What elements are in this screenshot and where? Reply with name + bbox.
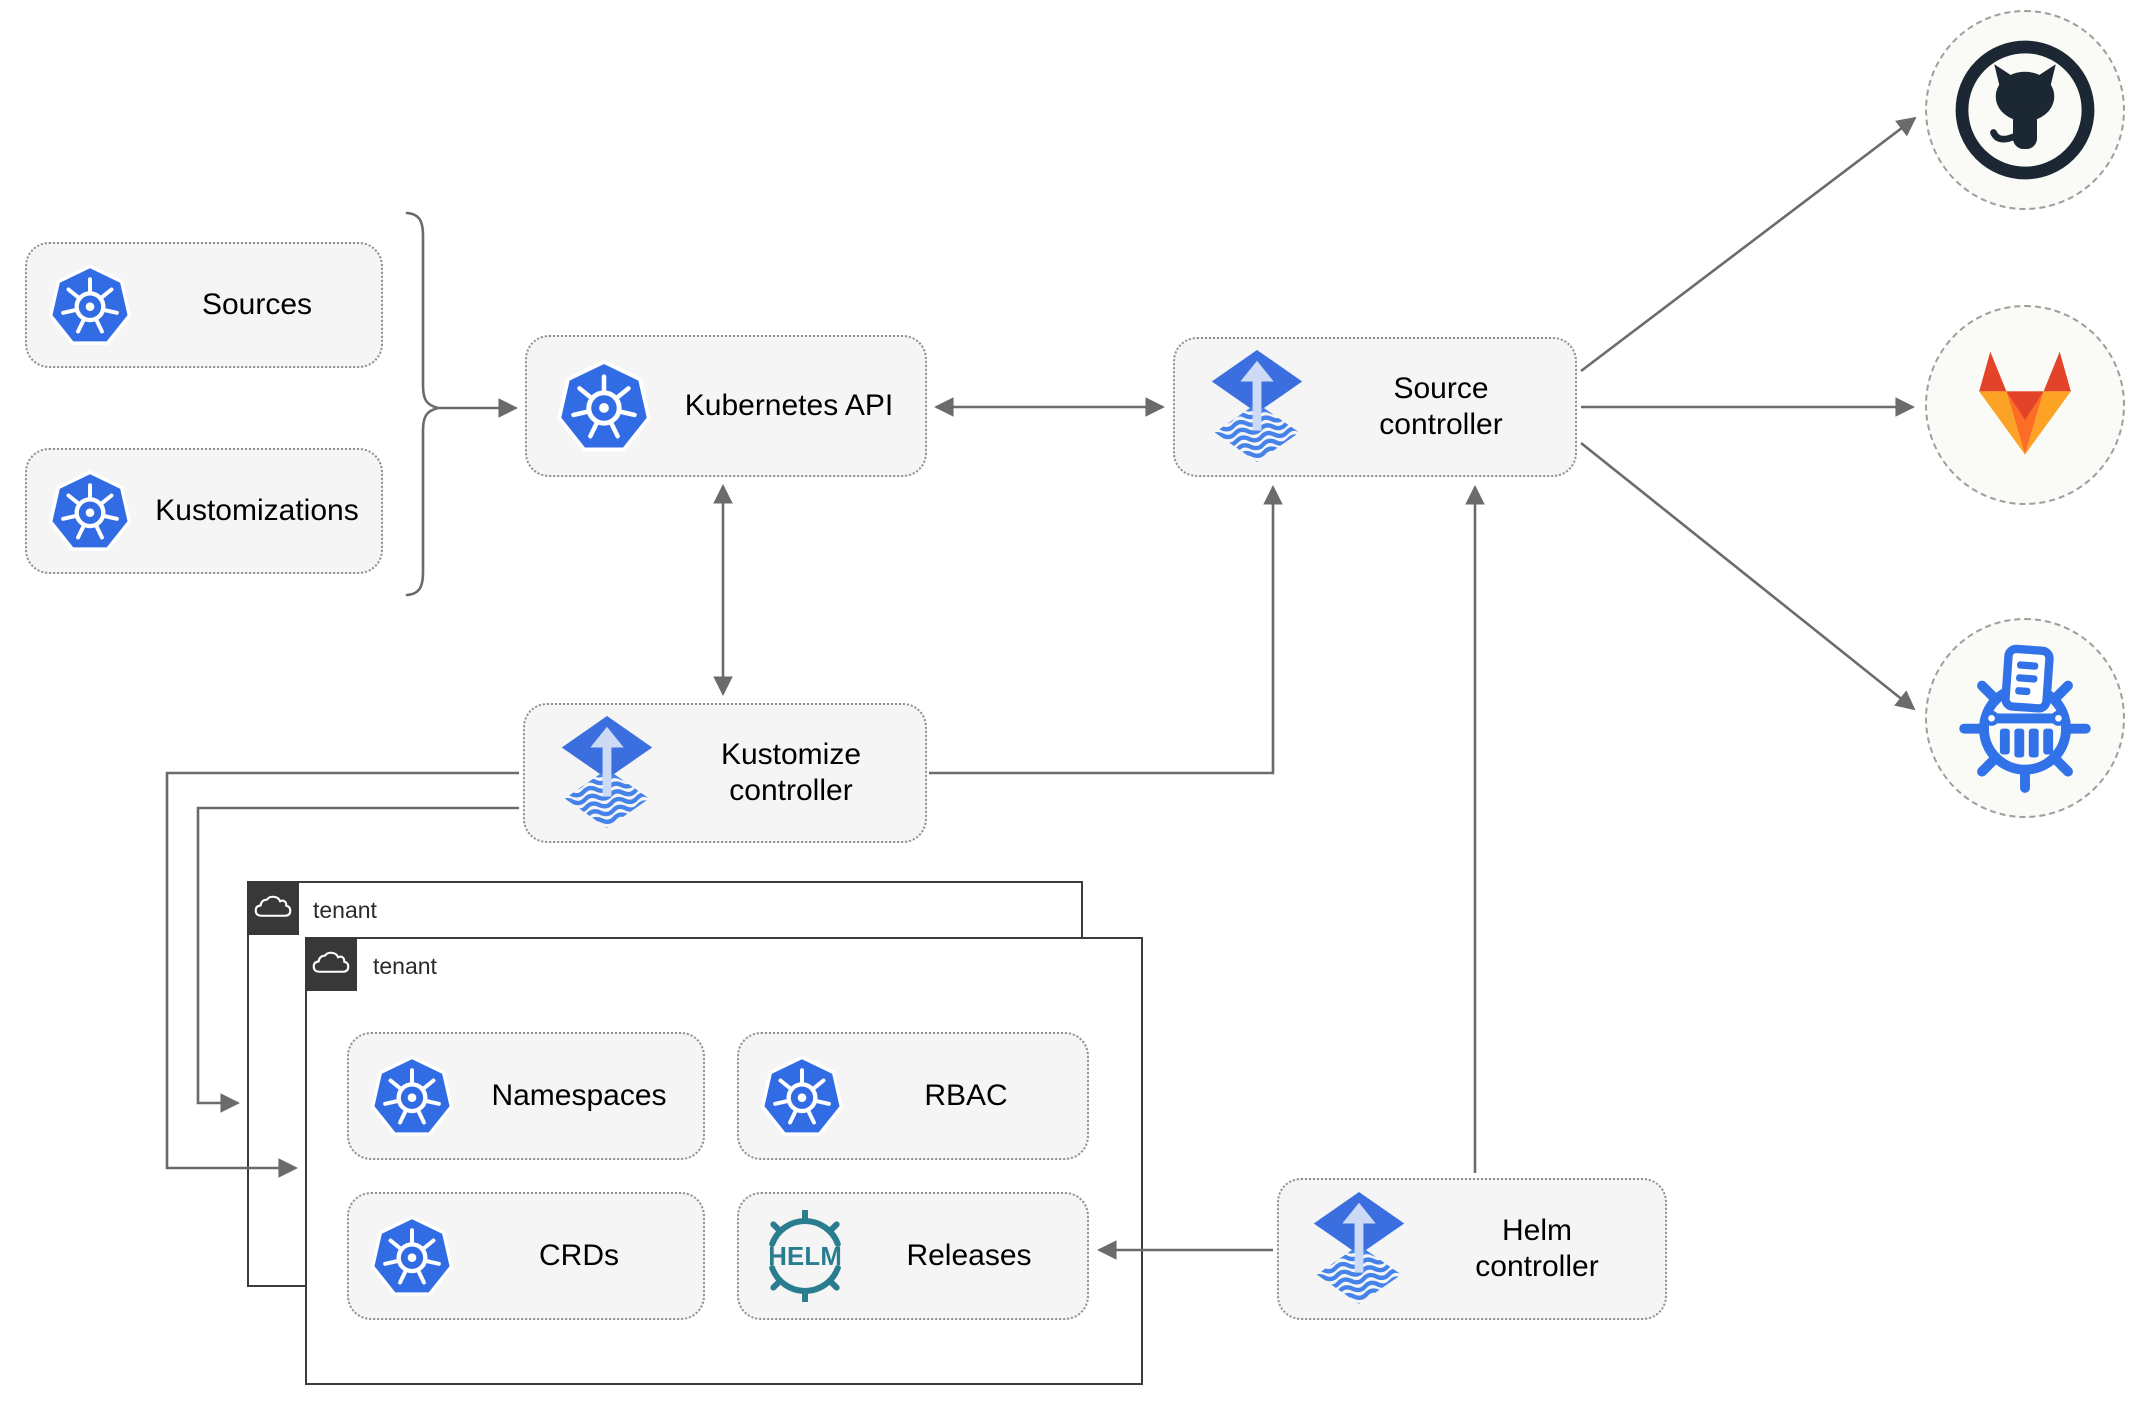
brace-sources-kustomizations (405, 211, 439, 597)
kubernetes-icon (47, 468, 133, 554)
kustomize-controller-label: Kustomize controller (720, 738, 862, 807)
releases-label: Releases (906, 1239, 1032, 1272)
gitlab-repository (1925, 305, 2125, 505)
tenant-tab (246, 880, 299, 935)
edge-kustomize-controller-source-controller (929, 485, 1283, 775)
flux-icon (1207, 349, 1307, 465)
kubernetes-api-label: Kubernetes API (684, 389, 894, 422)
kustomize-controller-node: Kustomize controller (523, 703, 927, 843)
edge-source-controller-helm-repository (1580, 441, 1916, 711)
tenant-tab (304, 936, 357, 991)
kustomizations-label: Kustomizations (155, 494, 359, 527)
helm-controller-label: Helm controller (1475, 1214, 1599, 1283)
gitlab-icon (1979, 351, 2071, 455)
helm-logo-text: HELM (768, 1243, 842, 1271)
releases-node: HELM Releases (737, 1192, 1089, 1320)
kubernetes-icon (47, 262, 133, 348)
helm-controller-node: Helm controller (1277, 1178, 1667, 1320)
source-controller-label: Source controller (1379, 372, 1503, 441)
crds-node: CRDs (347, 1192, 705, 1320)
tenant-label: tenant (373, 952, 437, 979)
kubernetes-icon (369, 1213, 455, 1299)
kubernetes-icon (369, 1053, 455, 1139)
chartmuseum-icon (1959, 644, 2091, 793)
kubernetes-icon (759, 1053, 845, 1139)
cloud-icon (312, 951, 350, 977)
github-icon (1955, 40, 2095, 180)
source-controller-node: Source controller (1173, 337, 1577, 477)
github-repository (1925, 10, 2125, 210)
helm-chart-repository (1925, 618, 2125, 818)
rbac-label: RBAC (924, 1079, 1008, 1112)
cloud-icon (254, 895, 292, 921)
tenant-label: tenant (313, 896, 377, 923)
kustomizations-node: Kustomizations (25, 448, 383, 574)
edge-source-controller-github (1580, 116, 1917, 373)
sources-label: Sources (201, 288, 313, 321)
flux-icon (1309, 1191, 1409, 1307)
rbac-node: RBAC (737, 1032, 1089, 1160)
namespaces-node: Namespaces (347, 1032, 705, 1160)
kubernetes-icon (555, 357, 653, 455)
sources-node: Sources (25, 242, 383, 368)
kubernetes-api-node: Kubernetes API (525, 335, 927, 477)
crds-label: CRDs (539, 1239, 619, 1272)
helm-icon: HELM (759, 1210, 851, 1302)
namespaces-label: Namespaces (491, 1079, 667, 1112)
flux-icon (557, 715, 657, 831)
